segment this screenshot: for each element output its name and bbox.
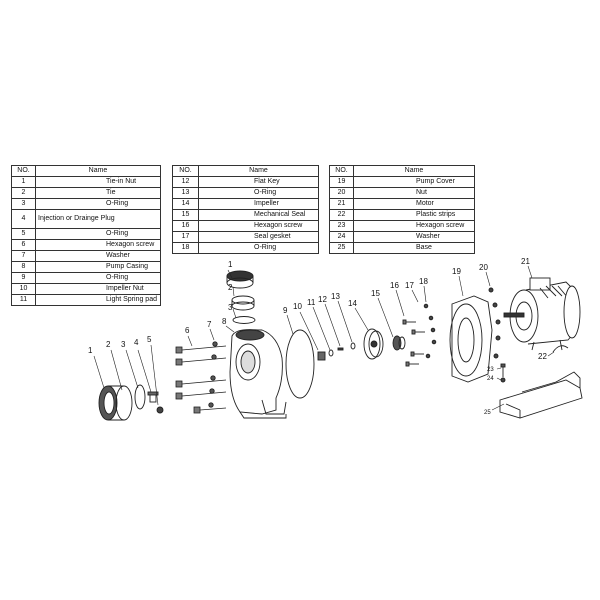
callout-5: 5 [147, 335, 152, 344]
plastic-strip-drawing [552, 345, 569, 353]
part-name: Light Spring pad [35, 294, 161, 306]
part-no: 18 [172, 242, 199, 254]
o-ring-large-drawing [285, 329, 315, 399]
plug-drawing [147, 391, 159, 403]
base-drawing [499, 371, 583, 419]
part-name: O-Ring [198, 242, 319, 254]
callout-7: 7 [207, 320, 212, 329]
o-ring-5-drawing [156, 406, 164, 414]
callout-20: 20 [479, 263, 488, 272]
callout-1: 1 [88, 346, 93, 355]
callout-12: 12 [318, 295, 327, 304]
callout-3: 3 [228, 303, 233, 312]
callout-8: 8 [222, 317, 227, 326]
seal-gaskets-drawing [423, 303, 437, 359]
spring-pad-drawing [328, 349, 334, 357]
tie-in-nut-drawing [98, 385, 133, 421]
callout-22: 22 [538, 352, 547, 361]
callout-25: 25 [484, 410, 491, 416]
callout-13: 13 [331, 292, 340, 301]
hexagon-screws-drawing [175, 345, 227, 414]
callout-2: 2 [228, 283, 233, 292]
callout-21: 21 [521, 257, 530, 266]
pump-casing-drawing [229, 329, 287, 419]
base-screw-drawing [500, 363, 506, 383]
mechanical-seal-drawing [392, 335, 406, 351]
callout-labels: 1 1 2 2 3 3 4 5 6 7 8 9 10 11 12 13 14 1… [88, 257, 547, 416]
callout-24: 24 [487, 376, 494, 382]
impeller-drawing [363, 328, 384, 360]
callout-11: 11 [307, 298, 316, 307]
callout-17: 17 [405, 281, 414, 290]
o-ring-3-drawing [134, 384, 146, 410]
callout-6: 6 [185, 326, 190, 335]
part-name: Base [353, 242, 475, 254]
o-ring-top-drawing [232, 316, 256, 324]
callout-10: 10 [293, 302, 302, 311]
motor-drawing [503, 277, 581, 351]
nuts-drawing [488, 287, 501, 359]
callout-2: 2 [106, 340, 111, 349]
leader-lines [93, 265, 555, 411]
callout-9: 9 [283, 306, 288, 315]
callout-16: 16 [390, 281, 399, 290]
callout-19: 19 [452, 267, 461, 276]
callout-14: 14 [348, 299, 357, 308]
callout-3: 3 [121, 340, 126, 349]
callout-23: 23 [487, 367, 494, 373]
callout-4: 4 [134, 338, 139, 347]
callout-1: 1 [228, 260, 233, 269]
flat-key-drawing [337, 347, 344, 351]
cover-screws-drawing [402, 319, 425, 367]
callout-18: 18 [419, 277, 428, 286]
impeller-nut-drawing [317, 351, 326, 361]
washers-drawing [208, 341, 218, 408]
pump-cover-drawing [449, 295, 493, 383]
tie-drawing [226, 270, 255, 311]
o-ring-13-drawing [350, 342, 356, 350]
callout-15: 15 [371, 289, 380, 298]
